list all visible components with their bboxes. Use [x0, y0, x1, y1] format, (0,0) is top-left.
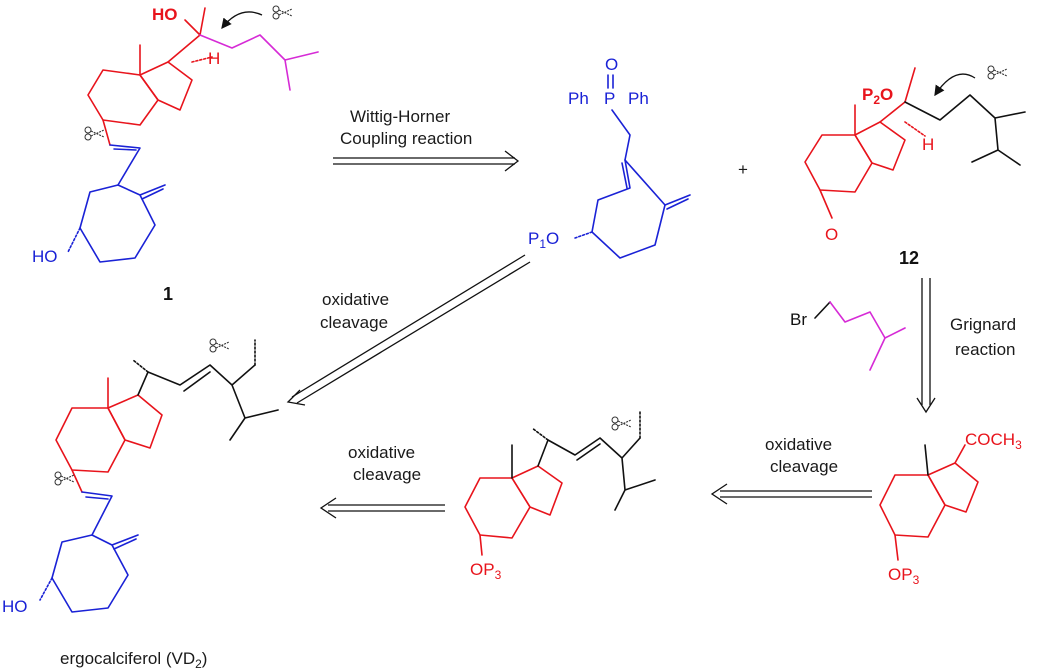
grignard-label-2: reaction	[955, 340, 1015, 359]
hydroxyl-label: HO	[152, 5, 178, 24]
h-label-12: H	[922, 135, 934, 154]
retrosynthetic-arrow-icon	[504, 150, 520, 172]
acetyl-label: COCH3	[965, 430, 1022, 452]
h-label: H	[208, 49, 220, 68]
phenyl-right: Ph	[628, 89, 649, 108]
p2o-label: P2O	[862, 85, 893, 107]
ergocalciferol: HO ergocalciferol (VD2)	[2, 338, 279, 671]
p1o-label: P1O	[528, 229, 559, 251]
side-chain-intermediate: OP3	[464, 411, 656, 582]
oxidative-label-c1: oxidative	[322, 290, 389, 309]
oxidative-label-a1: oxidative	[765, 435, 832, 454]
oxidative-cleavage-step-2: oxidative cleavage	[710, 435, 872, 505]
oxidative-cleavage-step-3: oxidative cleavage	[319, 443, 445, 519]
compound-1: H HO HO 1	[32, 5, 319, 304]
wittig-label-2: Coupling reaction	[340, 129, 472, 148]
retrosynthetic-arrow-icon	[916, 397, 936, 414]
scissors-icon	[272, 5, 293, 20]
scissors-icon	[987, 65, 1008, 80]
compound-12: O H P2O 12	[804, 65, 1026, 268]
ho-label: HO	[32, 247, 58, 266]
oxidative-label-b2: cleavage	[353, 465, 421, 484]
wittig-label-1: Wittig-Horner	[350, 107, 450, 126]
oxidative-label-c2: cleavage	[320, 313, 388, 332]
bromine-label: Br	[790, 310, 807, 329]
scissors-icon	[209, 338, 230, 353]
phosphorus-label: P	[604, 89, 615, 108]
phenyl-left: Ph	[568, 89, 589, 108]
plus-sign: +	[738, 160, 748, 179]
retrosynthetic-arrow-icon	[286, 389, 306, 406]
op3-label-2: OP3	[470, 560, 502, 582]
grignard-step: Grignard reaction	[916, 278, 1016, 414]
curved-arrow-icon	[221, 11, 263, 30]
scissors-icon	[611, 416, 632, 431]
alkyl-bromide: Br	[790, 301, 906, 371]
curved-arrow-icon	[934, 73, 976, 97]
grignard-label-1: Grignard	[950, 315, 1016, 334]
op3-label: OP3	[888, 565, 920, 587]
ketone-o: O	[825, 225, 838, 244]
retrosynthetic-arrow-icon	[710, 483, 728, 505]
retrosynthetic-arrow-icon	[319, 497, 337, 519]
oxidative-cleavage-step-1: oxidative cleavage	[286, 254, 531, 406]
phosphine-oxide-fragment: O P Ph Ph P1O	[528, 55, 691, 259]
oxidative-label-b1: oxidative	[348, 443, 415, 462]
wittig-horner-step: Wittig-Horner Coupling reaction	[333, 107, 520, 172]
ho-label-vd2: HO	[2, 597, 28, 616]
methyl-ketone-intermediate: COCH3 OP3	[879, 430, 1022, 587]
ergocalciferol-name: ergocalciferol (VD2)	[60, 649, 207, 671]
compound-number-12: 12	[899, 248, 919, 268]
phosphoryl-o: O	[605, 55, 618, 74]
oxidative-label-a2: cleavage	[770, 457, 838, 476]
scissors-icon	[84, 126, 105, 141]
scissors-icon	[54, 471, 75, 486]
compound-number-1: 1	[163, 284, 173, 304]
